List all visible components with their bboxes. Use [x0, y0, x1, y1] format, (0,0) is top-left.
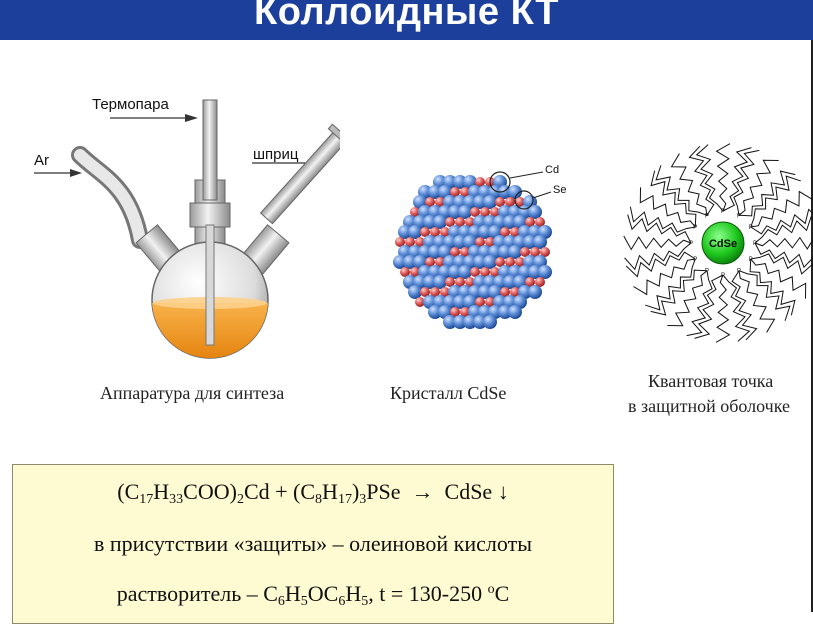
cd-atom	[483, 195, 497, 209]
cd-atom	[408, 225, 422, 239]
cd-atom	[483, 315, 497, 329]
synthesis-apparatus	[20, 85, 340, 415]
alkyl-chain	[697, 145, 723, 211]
alkyl-chain	[624, 236, 691, 249]
cd-atom	[508, 245, 522, 259]
alkyl-chain	[667, 271, 707, 326]
se-label: Se	[553, 184, 566, 196]
title-bar: Коллоидные КТ	[0, 0, 813, 40]
quantum-dot-diagram: P P P P P P P P P P P P CdSe	[616, 135, 813, 355]
reaction-box: (C17H33COO)2Cd + (C8H17)3PSe → CdSe ↓ в …	[12, 464, 614, 624]
alkyl-chain	[723, 275, 749, 341]
apparatus-caption: Аппаратура для синтеза	[100, 383, 284, 404]
reaction-arrow: →	[412, 479, 434, 504]
alkyl-chain	[640, 187, 695, 227]
cd-atom	[483, 255, 497, 269]
slide-title: Коллоидные КТ	[0, 0, 813, 34]
cd-atom	[458, 265, 472, 279]
cd-atom	[528, 285, 542, 299]
cd-atom	[433, 275, 447, 289]
phosphorus-atom: P	[705, 269, 709, 275]
phosphorus-atom: P	[749, 225, 753, 231]
alkyl-chain	[625, 243, 691, 269]
solvent-line: растворитель – C6H5OC6H5, t = 130-250 oC	[13, 581, 613, 607]
cd-atom	[458, 205, 472, 219]
alkyl-chain	[755, 243, 813, 271]
syringe-label: шприц	[253, 146, 298, 163]
alkyl-chain	[716, 275, 729, 342]
alkyl-chain	[755, 237, 813, 250]
quantum-dot-caption-2: в защитной оболочке	[628, 396, 790, 417]
alkyl-chain	[739, 160, 779, 215]
phosphorus-atom: P	[721, 209, 725, 215]
alkyl-chain	[751, 259, 806, 299]
cdse-core-label: CdSe	[709, 238, 737, 250]
phosphorus-atom: P	[693, 257, 697, 263]
cd-atom	[408, 285, 422, 299]
phosphorus-atom: P	[749, 257, 753, 263]
phosphorus-atom: P	[689, 241, 693, 247]
crystal-caption: Кристалл CdSe	[390, 383, 506, 404]
phosphorus-atom: P	[705, 213, 709, 219]
alkyl-chain	[717, 144, 730, 211]
argon-label: Ar	[34, 152, 49, 169]
phosphorus-atom: P	[693, 225, 697, 231]
protection-line: в присутствии «защиты» – олеиновой кисло…	[13, 531, 613, 557]
phosphorus-atom: P	[753, 241, 757, 247]
thermocouple-label: Термопара	[92, 96, 169, 113]
reaction-equation: (C17H33COO)2Cd + (C8H17)3PSe → CdSe ↓	[13, 479, 613, 505]
cd-atom	[533, 235, 547, 249]
cd-atom	[508, 305, 522, 319]
cd-label: Cd	[545, 164, 559, 176]
cd-atom	[433, 215, 447, 229]
phosphorus-atom: P	[737, 269, 741, 275]
phosphorus-atom: P	[721, 273, 725, 279]
precipitate-arrow: ↓	[498, 479, 509, 504]
quantum-dot-caption-1: Квантовая точка	[648, 371, 773, 392]
phosphorus-atom: P	[737, 213, 741, 219]
cd-atom	[538, 265, 552, 279]
